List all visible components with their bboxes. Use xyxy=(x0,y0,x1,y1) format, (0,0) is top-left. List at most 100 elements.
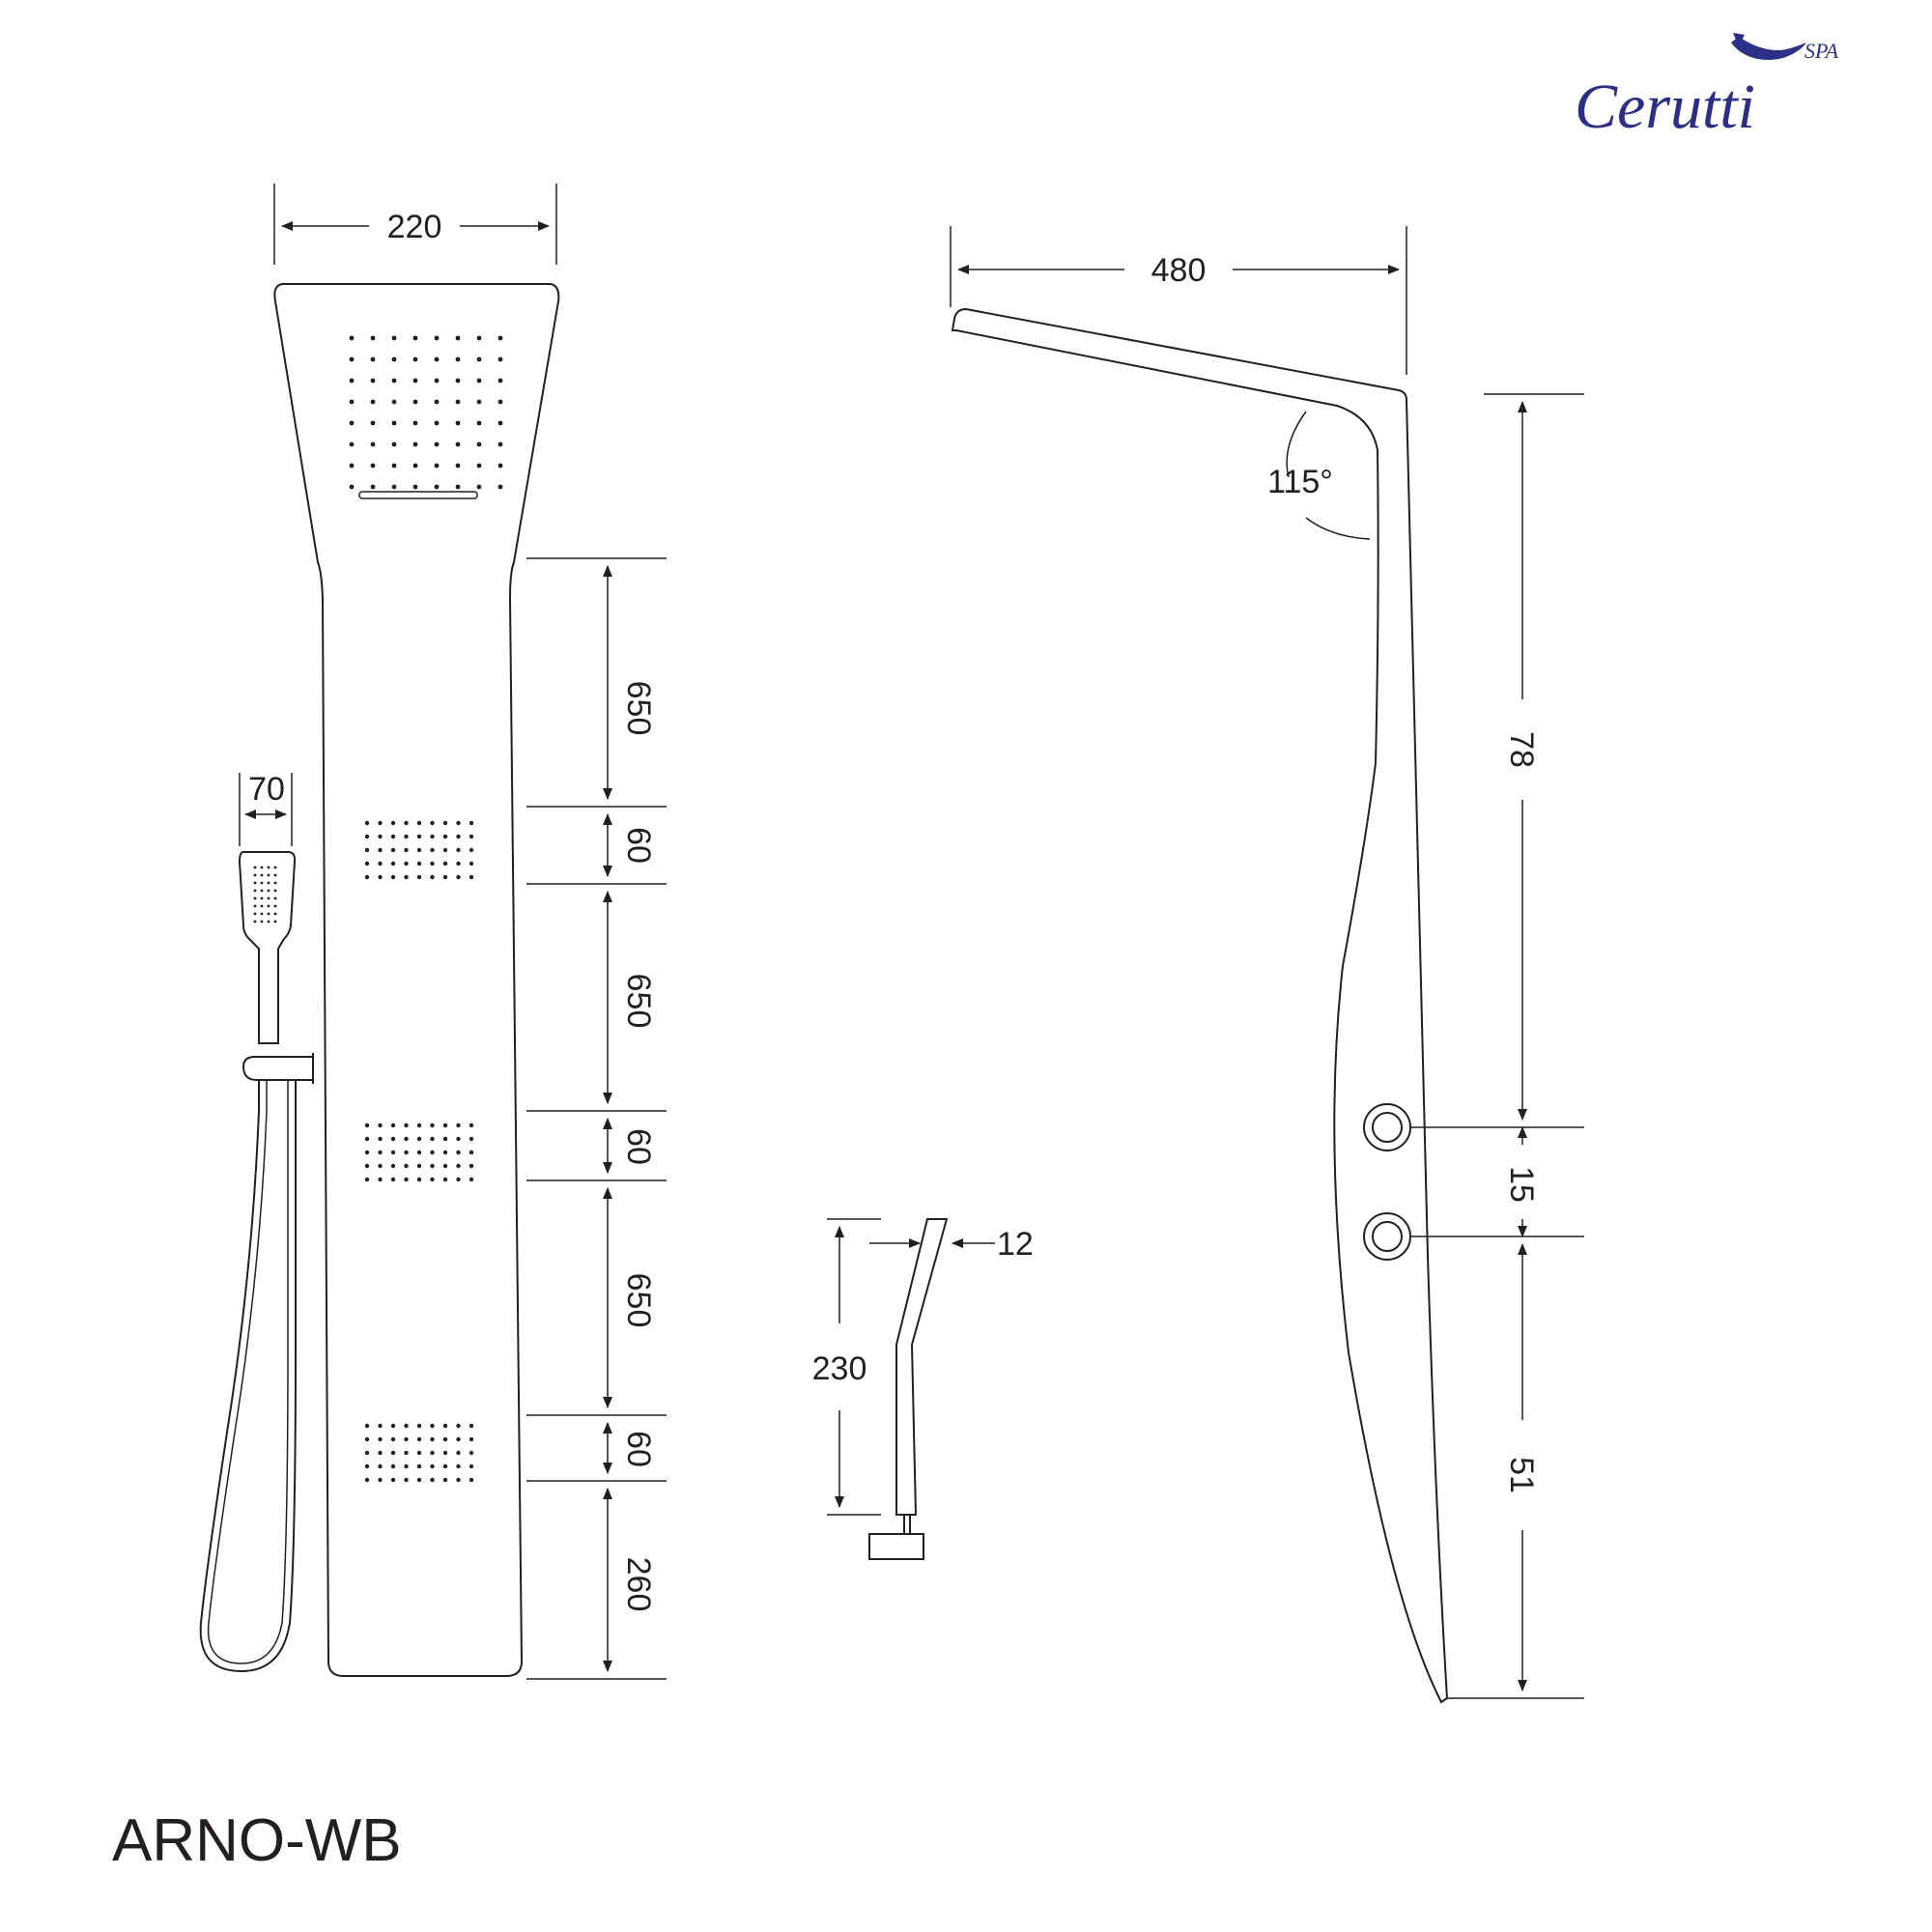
dim-label-60-a: 60 xyxy=(620,827,657,864)
nozzle-dot xyxy=(469,820,474,826)
dim-label-115: 115° xyxy=(1267,464,1333,500)
nozzle-dot xyxy=(364,1450,370,1456)
hand-shower-nozzles xyxy=(253,866,277,923)
waterfall-slot xyxy=(358,491,478,499)
nozzle-dot xyxy=(267,896,270,900)
nozzle-dot xyxy=(364,820,370,826)
nozzle-dot xyxy=(364,1477,370,1483)
nozzle-dot xyxy=(404,1477,409,1483)
nozzle-dot xyxy=(378,1136,383,1142)
nozzle-dot xyxy=(260,896,264,900)
nozzle-dot xyxy=(364,1136,370,1142)
nozzle-dot xyxy=(442,847,448,853)
nozzle-dot xyxy=(434,399,440,405)
nozzle-dot xyxy=(430,820,435,826)
nozzle-dot xyxy=(370,399,376,405)
brand-logo: Cerutti SPA xyxy=(1575,33,1839,142)
nozzle-dot xyxy=(390,1150,396,1155)
nozzle-dot xyxy=(469,874,474,880)
nozzle-dot xyxy=(442,1463,448,1469)
nozzle-dot xyxy=(390,1463,396,1469)
nozzle-dot xyxy=(253,896,257,900)
nozzle-dot xyxy=(497,463,503,469)
nozzle-dot xyxy=(442,1423,448,1429)
nozzle-dot xyxy=(455,441,461,447)
model-title: ARNO-WB xyxy=(112,1807,402,1874)
nozzle-dot xyxy=(404,834,409,839)
nozzle-dot xyxy=(404,1177,409,1182)
nozzle-dot xyxy=(456,1136,461,1142)
nozzle-dot xyxy=(378,1122,383,1128)
nozzle-dot xyxy=(260,889,264,893)
nozzle-dot xyxy=(378,1163,383,1169)
nozzle-dot xyxy=(456,1436,461,1442)
dim-label-51: 51 xyxy=(1503,1457,1540,1493)
nozzle-dot xyxy=(370,335,376,341)
nozzle-dot xyxy=(370,378,376,384)
nozzle-dot xyxy=(442,1450,448,1456)
nozzle-dot xyxy=(456,1163,461,1169)
nozzle-dot xyxy=(391,420,397,426)
nozzle-dot xyxy=(442,874,448,880)
nozzle-dot xyxy=(260,920,264,923)
nozzle-dot xyxy=(455,484,461,490)
nozzle-dot xyxy=(430,834,435,839)
nozzle-dot xyxy=(404,847,409,853)
nozzle-dot xyxy=(370,441,376,447)
nozzle-dot xyxy=(442,1477,448,1483)
nozzle-dot xyxy=(390,1122,396,1128)
nozzle-dot xyxy=(391,378,397,384)
hose xyxy=(199,1080,297,1673)
nozzle-dot xyxy=(267,873,270,877)
nozzle-dot xyxy=(404,874,409,880)
nozzle-dot xyxy=(469,1436,474,1442)
dim-label-480: 480 xyxy=(1151,252,1207,289)
nozzle-dot xyxy=(412,378,418,384)
nozzle-dot xyxy=(442,820,448,826)
nozzle-dot xyxy=(391,463,397,469)
nozzle-dot xyxy=(469,1177,474,1182)
nozzle-dot xyxy=(469,1163,474,1169)
nozzle-dot xyxy=(476,335,482,341)
nozzle-dot xyxy=(442,1436,448,1442)
nozzle-dot xyxy=(253,866,257,869)
nozzle-dot xyxy=(260,904,264,908)
dim-label-15: 15 xyxy=(1503,1166,1540,1203)
nozzle-dot xyxy=(416,1177,422,1182)
nozzle-dot xyxy=(390,861,396,867)
nozzle-dot xyxy=(404,861,409,867)
nozzle-dot xyxy=(391,484,397,490)
nozzle-dot xyxy=(456,1450,461,1456)
nozzle-dot xyxy=(378,1177,383,1182)
nozzle-dot xyxy=(469,834,474,839)
nozzle-dot xyxy=(434,335,440,341)
nozzle-dot xyxy=(416,1423,422,1429)
nozzle-dot xyxy=(442,1122,448,1128)
nozzle-dot xyxy=(497,399,503,405)
nozzle-dot xyxy=(469,1450,474,1456)
dim-handshower-width: 70 xyxy=(239,771,293,846)
nozzle-dot xyxy=(434,441,440,447)
nozzle-dot xyxy=(364,874,370,880)
nozzle-dot xyxy=(253,873,257,877)
nozzle-dot xyxy=(390,874,396,880)
nozzle-dot xyxy=(370,420,376,426)
nozzle-dot xyxy=(434,356,440,362)
dim-label-60-b: 60 xyxy=(620,1128,657,1165)
nozzle-dot xyxy=(416,847,422,853)
dim-label-650-b: 650 xyxy=(620,974,657,1029)
nozzle-dot xyxy=(416,1122,422,1128)
overhead-nozzle-grid xyxy=(349,335,503,490)
nozzle-dot xyxy=(267,920,270,923)
nozzle-dot xyxy=(273,920,277,923)
nozzle-dot xyxy=(349,399,355,405)
nozzle-dot xyxy=(456,847,461,853)
nozzle-dot xyxy=(390,1450,396,1456)
nozzle-dot xyxy=(378,1450,383,1456)
nozzle-dot xyxy=(434,463,440,469)
nozzle-dot xyxy=(378,874,383,880)
nozzle-dot xyxy=(378,1150,383,1155)
nozzle-dot xyxy=(434,378,440,384)
dim-vertical-chain: 650 60 650 60 650 60 260 xyxy=(526,557,667,1680)
